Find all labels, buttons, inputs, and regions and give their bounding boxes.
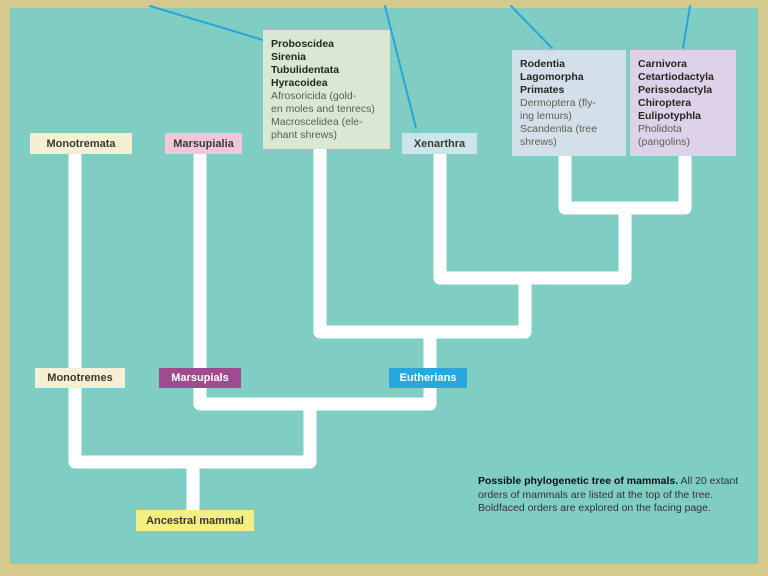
order-name: Perissodactyla <box>638 84 713 96</box>
order-name: Carnivora <box>638 58 688 70</box>
root-label-ancestral-mammal: Ancestral mammal <box>136 510 254 531</box>
order-group-box-rodentia: Rodentia Lagomorpha Primates Dermoptera … <box>512 50 626 156</box>
order-name: (pangolins) <box>638 136 690 148</box>
order-name: Lagomorpha <box>520 71 584 83</box>
callout-line-proboscidea-group <box>149 5 264 41</box>
order-name: en moles and tenrecs) <box>271 103 375 115</box>
callout-line-carnivora-group <box>682 5 691 49</box>
order-group-box-proboscidea: Proboscidea Sirenia Tubulidentata Hyraco… <box>263 30 390 149</box>
order-box-monotremata: Monotremata <box>30 133 132 154</box>
order-name: Dermoptera (fly- <box>520 97 596 109</box>
order-name: Macroscelidea (ele- <box>271 116 363 128</box>
order-name: Cetartiodactyla <box>638 71 714 83</box>
order-name: Hyracoidea <box>271 77 328 89</box>
caption-title: Possible phylogenetic tree of mammals. <box>478 475 679 487</box>
order-name: Tubulidentata <box>271 64 340 76</box>
branch-xenarthra-split <box>433 148 632 285</box>
order-name: Afrosoricida (gold- <box>271 90 357 102</box>
order-name: phant shrews) <box>271 129 337 141</box>
order-name: Proboscidea <box>271 38 335 50</box>
branch-afrotheria-split <box>313 148 532 339</box>
order-name: Primates <box>520 84 565 96</box>
callout-line-rodentia-group <box>510 5 553 49</box>
caption-body: All 20 extant orders of mammals are list… <box>478 475 739 514</box>
order-name: Rodentia <box>520 58 565 70</box>
order-group-box-carnivora: Carnivora Cetartiodactyla Perissodactyla… <box>630 50 736 156</box>
clade-label-eutherians: Eutherians <box>389 368 467 388</box>
branch-monotreme-theria <box>68 148 317 469</box>
branch-marsupial-eutherian <box>193 148 437 411</box>
clade-label-marsupials: Marsupials <box>159 368 241 388</box>
order-box-xenarthra: Xenarthra <box>402 133 477 154</box>
order-name: Pholidota <box>638 123 682 135</box>
order-name: Scandentia (tree <box>520 123 598 135</box>
order-name: Chiroptera <box>638 97 692 109</box>
branch-rodentia-carnivora-split <box>558 148 692 215</box>
figure-caption: Possible phylogenetic tree of mammals. A… <box>478 475 743 516</box>
clade-label-monotremes: Monotremes <box>35 368 125 388</box>
order-name: Sirenia <box>271 51 307 63</box>
order-name: ing lemurs) <box>520 110 572 122</box>
order-name: Eulipotyphla <box>638 110 701 122</box>
callout-line-xenarthra <box>384 5 417 129</box>
order-name: shrews) <box>520 136 557 148</box>
order-box-marsupialia: Marsupialia <box>165 133 242 154</box>
